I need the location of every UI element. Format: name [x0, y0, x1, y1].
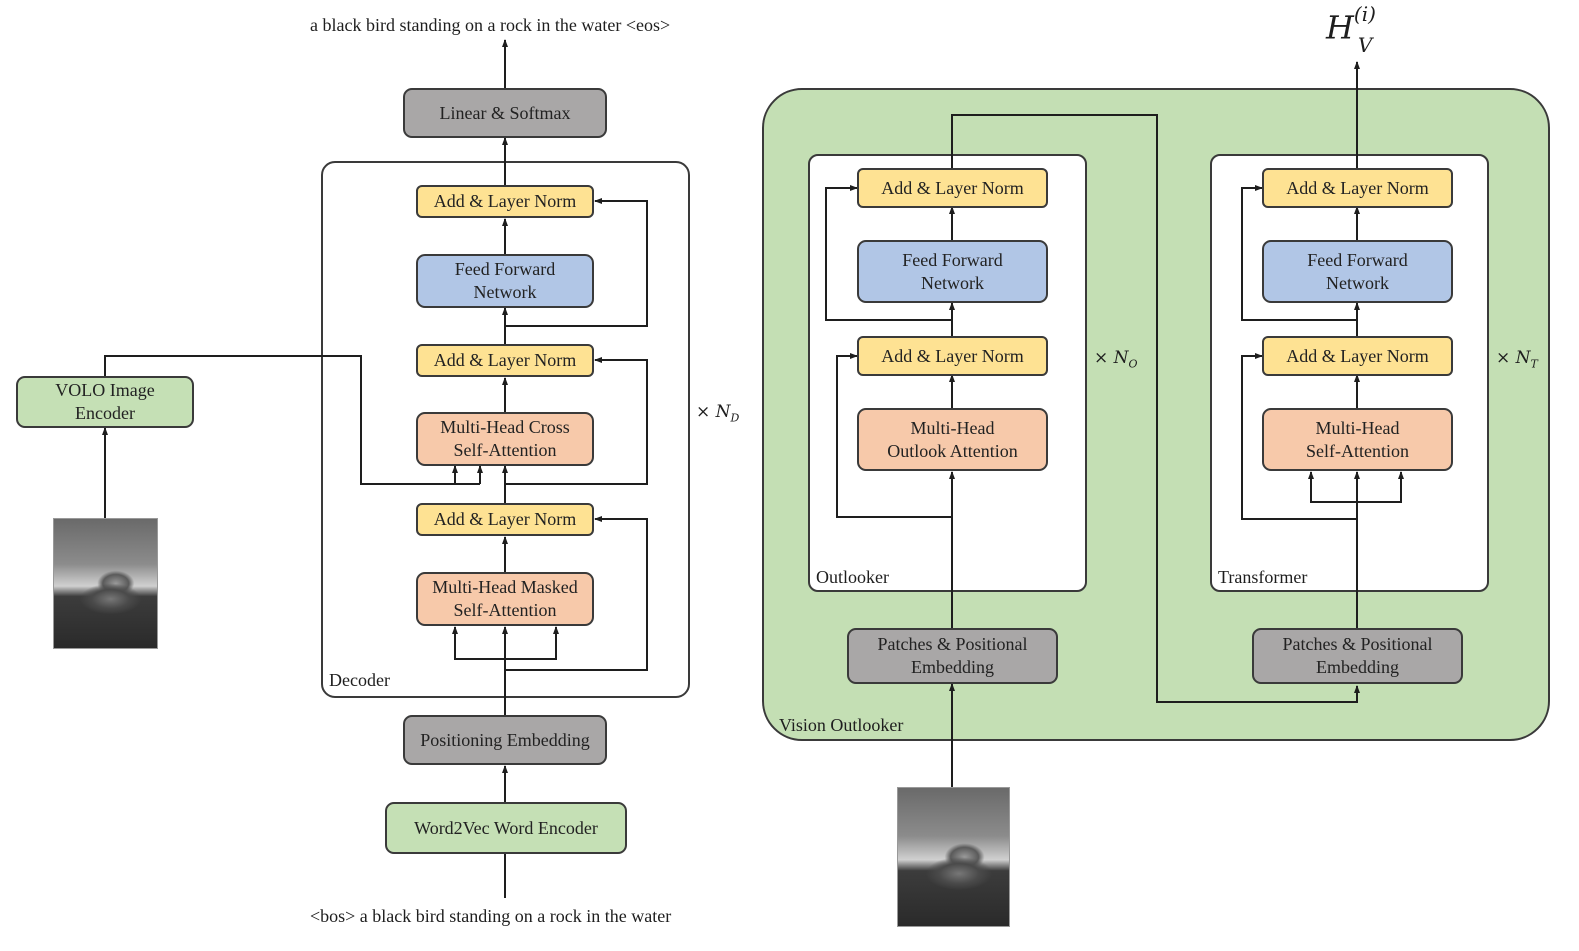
residual-masked: [505, 516, 648, 671]
bird-image-left: [53, 518, 158, 649]
residual-cross: [505, 357, 648, 485]
outlooker-label: Outlooker: [816, 567, 889, 587]
arrow-masked-attn-left: [452, 626, 505, 660]
transformer-add-norm-top: Add & Layer Norm: [1262, 168, 1453, 208]
decoder-add-norm-top: Add & Layer Norm: [416, 185, 594, 218]
transformer-label: Transformer: [1218, 567, 1308, 587]
residual-outlook: [836, 353, 952, 518]
linear-softmax-block: Linear & Softmax: [403, 88, 607, 138]
transformer-repeat-label: × NT: [1496, 348, 1538, 371]
decoder-add-norm-bottom: Add & Layer Norm: [416, 503, 594, 536]
residual-self-attn: [1241, 353, 1357, 520]
decoder-repeat-label: × ND: [696, 402, 740, 425]
positioning-embedding-block: Positioning Embedding: [403, 715, 607, 765]
encoder-to-cross-attention: [104, 355, 480, 485]
outlooker-to-transformer-patches: [951, 114, 1360, 703]
output-symbol-hv: H(i)V: [1326, 2, 1376, 58]
word-encoder-block: Word2Vec Word Encoder: [385, 802, 627, 854]
input-caption: <bos> a black bird standing on a rock in…: [310, 906, 672, 926]
decoder-label: Decoder: [329, 670, 390, 690]
bird-image-right: [897, 787, 1010, 927]
residual-ffn-t: [1241, 185, 1357, 321]
outlooker-add-norm-top: Add & Layer Norm: [857, 168, 1048, 208]
decoder-add-norm-middle: Add & Layer Norm: [416, 344, 594, 377]
residual-ffn-o: [825, 185, 952, 321]
residual-ffn: [505, 198, 648, 327]
arrow-self-attn-right: [1357, 471, 1404, 503]
transformer-add-norm-bottom: Add & Layer Norm: [1262, 336, 1453, 376]
output-caption: a black bird standing on a rock in the w…: [310, 15, 671, 35]
outlooker-add-norm-bottom: Add & Layer Norm: [857, 336, 1048, 376]
arrow-masked-attn-right: [505, 626, 559, 660]
outlooker-repeat-label: × NO: [1094, 348, 1138, 371]
vision-outlooker-label: Vision Outlooker: [779, 715, 904, 735]
arrow-self-attn-left: [1308, 471, 1357, 503]
